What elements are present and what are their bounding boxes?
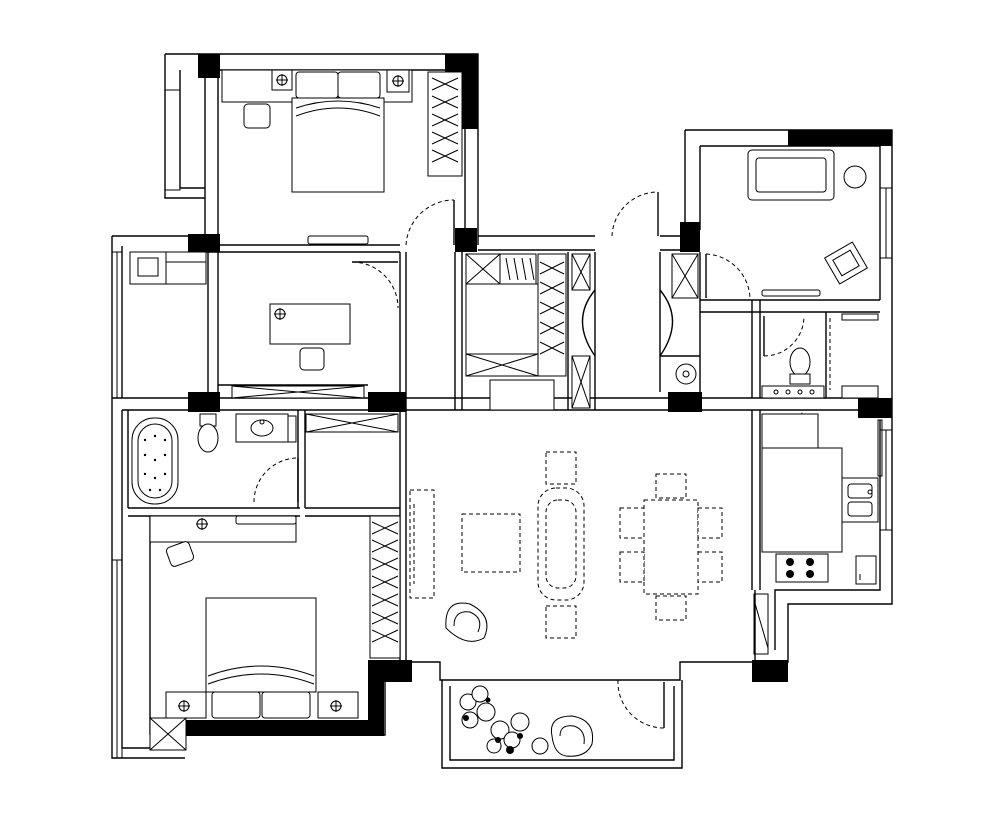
toilet <box>197 423 219 453</box>
dining-table <box>643 499 699 595</box>
double-bed <box>291 97 385 193</box>
fridge <box>761 413 819 451</box>
toilet <box>789 347 811 377</box>
wardrobe-hangers <box>431 77 459 163</box>
sofa <box>747 149 835 201</box>
doors <box>253 191 805 729</box>
lounge-chair <box>550 715 594 757</box>
wc-furniture <box>761 313 879 399</box>
coffee-table <box>461 513 521 573</box>
balcony-furniture <box>459 685 594 757</box>
ottoman <box>545 605 577 639</box>
laundry-sink <box>129 251 167 285</box>
desk <box>269 303 351 345</box>
cabinet <box>465 283 539 355</box>
counter <box>761 447 843 553</box>
vanity <box>235 413 289 443</box>
bathroom-furniture <box>131 413 399 505</box>
dining-chair <box>697 551 723 583</box>
dining-chair <box>655 473 687 499</box>
bathtub-jets <box>143 434 167 492</box>
pillow <box>211 691 261 719</box>
structural-columns <box>186 54 892 736</box>
corridor-cabinets <box>465 253 700 411</box>
side-table <box>843 165 867 189</box>
sink <box>841 477 879 523</box>
second-bedroom-furniture <box>149 515 401 751</box>
wardrobe <box>537 253 567 377</box>
dining-chair <box>655 595 687 621</box>
tv-cabinet <box>761 289 821 297</box>
living-dining-furniture <box>409 451 769 655</box>
windows <box>111 89 893 759</box>
master-bedroom-furniture <box>221 69 463 245</box>
wardrobe-hangers <box>371 521 399 643</box>
ottoman <box>545 451 577 485</box>
chair <box>165 541 195 567</box>
study-furniture <box>231 303 365 399</box>
double-bed <box>205 597 317 693</box>
side-table <box>531 737 549 755</box>
tv-cabinet <box>307 235 369 245</box>
dining-chair <box>697 507 723 539</box>
armchair <box>823 241 869 285</box>
guest-bedroom-furniture <box>747 149 869 297</box>
pillow <box>295 71 339 99</box>
wardrobe <box>427 71 463 177</box>
kitchen-furniture <box>761 413 883 585</box>
dining-chair <box>619 507 645 539</box>
dining-chair <box>619 551 645 583</box>
utility-balcony <box>129 251 207 285</box>
lounge-chair <box>445 602 488 642</box>
potted-plant-icon <box>459 685 530 754</box>
burners <box>786 558 814 578</box>
cooktop <box>775 553 829 583</box>
wash-basin <box>675 363 697 385</box>
pillow <box>261 691 311 719</box>
chair <box>243 103 271 129</box>
interior-walls <box>112 70 880 735</box>
chair <box>299 347 325 371</box>
counter <box>761 385 825 399</box>
washer <box>165 251 207 285</box>
pillow <box>337 71 381 99</box>
